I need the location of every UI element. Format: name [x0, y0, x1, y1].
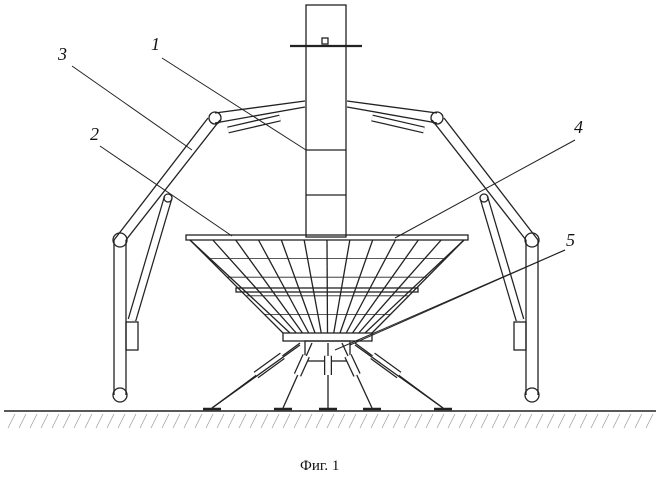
- label-5: 5: [566, 230, 575, 250]
- dish-frame: [185, 234, 469, 362]
- label-1: 1: [151, 34, 160, 54]
- left-arm: [112, 100, 306, 403]
- leader-lines: [71, 57, 576, 351]
- label-4: 4: [574, 117, 583, 137]
- label-2: 2: [90, 124, 99, 144]
- support-legs: [203, 342, 452, 411]
- ground: [4, 410, 656, 429]
- central-column: [290, 4, 362, 238]
- label-3: 3: [58, 44, 67, 64]
- figure-caption: Фиг. 1: [300, 458, 340, 474]
- right-arm: [346, 100, 540, 403]
